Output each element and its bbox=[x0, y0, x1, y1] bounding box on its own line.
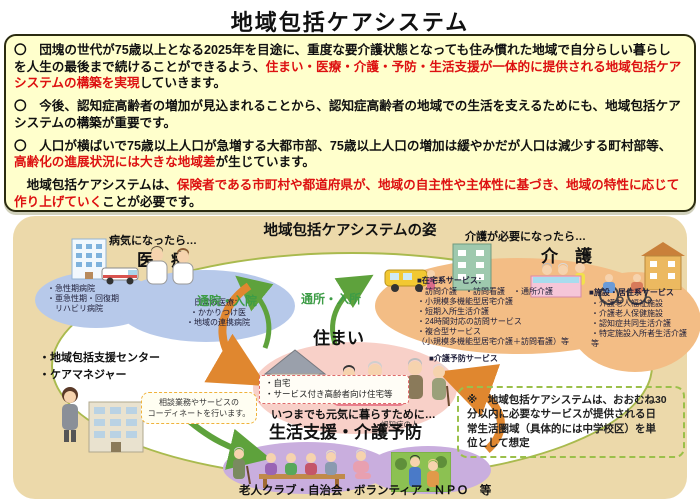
text-run: 地域包括ケアシステムは、 bbox=[14, 178, 177, 193]
coordination-note: 相談業務やサービスの コーディネートを行います。 bbox=[141, 392, 257, 425]
nursing-trigger: 介護が必要になったら… bbox=[465, 231, 586, 243]
care-manager-icon bbox=[62, 387, 78, 442]
text-run: 〇 今後、認知症高齢者の増加が見込まれることから、認知症高齢者の地域での生活を支… bbox=[14, 99, 681, 130]
text-run: 〇 団塊の世代が75歳以上となる2025年を目途に、重度な要介護状態となっても住… bbox=[14, 43, 671, 74]
housing-label: 住まい bbox=[313, 329, 364, 348]
summary-paragraph-3: 〇 人口が横ばいで75歳以上人口が急増する大都市部、75歳以上人口の増加は緩やか… bbox=[14, 138, 682, 171]
doctors-icon bbox=[146, 246, 194, 285]
facility-services-list: ・介護老人福祉施設 ・介護老人保健施設 ・認知症共同生活介護 ・特定施設入所者生… bbox=[591, 299, 687, 348]
summary-paragraph-4: 地域包括ケアシステムは、保険者である市町村や都道府県が、地域の自主性や主体性に基… bbox=[14, 177, 682, 210]
medical-trigger: 病気になったら… bbox=[109, 235, 197, 247]
care-van-icon bbox=[384, 269, 435, 292]
text-run: ことが必要です。 bbox=[102, 194, 202, 209]
text-run-red: 高齢化の進展状況には大きな地域差 bbox=[14, 155, 216, 170]
life-support-label: 生活支援・介護予防 bbox=[269, 423, 422, 442]
prevention-services-title: ■介護予防サービス bbox=[429, 354, 498, 363]
summary-box: 〇 団塊の世代が75歳以上となる2025年を目途に、重度な要介護状態となっても住… bbox=[4, 34, 696, 212]
life-support-trigger: いつまでも元気に暮らすために… bbox=[271, 409, 436, 421]
text-run: 〇 人口が横ばいで75歳以上人口が急増する大都市部、75歳以上人口の増加は緩やか… bbox=[14, 138, 672, 153]
care-system-diagram: 地域包括ケアシステムの姿 病気になったら… 医 療 ・急性期病院 ・亜急性 bbox=[13, 216, 700, 499]
daily-medical-note: 日常の医療： ・かかりつけ医 ・地域の連携病院 bbox=[186, 298, 250, 327]
text-run: が生じています。 bbox=[215, 155, 316, 170]
gardening-icon bbox=[391, 452, 451, 492]
home-services-title: ■在宅系サービス： bbox=[417, 276, 486, 285]
life-support-providers: 老人クラブ・自治会・ボランティア・ＮＰＯ 等 bbox=[239, 485, 492, 497]
text-run: していきます。 bbox=[139, 76, 227, 91]
page-title: 地域包括ケアシステム bbox=[230, 10, 470, 35]
summary-paragraph-1: 〇 団塊の世代が75歳以上となる2025年を目途に、重度な要介護状態となっても住… bbox=[14, 42, 682, 92]
acute-hospital-note: ・急性期病院 ・亜急性期・回復期 リハビリ病院 bbox=[47, 284, 119, 313]
dementia-person-label: 認知症の人 bbox=[381, 420, 419, 429]
hospital-icon bbox=[71, 238, 107, 280]
wheelchair-icon bbox=[599, 274, 652, 305]
summary-paragraph-2: 〇 今後、認知症高齢者の増加が見込まれることから、認知症高齢者の地域での生活を支… bbox=[14, 98, 682, 131]
service-unit-note: ※ 地域包括ケアシステムは、おおむね30 分以内に必要なサービスが提供される日 … bbox=[457, 386, 685, 458]
flow-label-nursing: 通所・入所 bbox=[301, 292, 362, 306]
care-facility-orange-icon bbox=[641, 242, 685, 290]
ambulance-icon bbox=[101, 267, 139, 285]
home-services-list: ・訪問介護 ・訪問看護 ・通所介護 ・小規模多機能型居宅介護 ・短期入所生活介護… bbox=[417, 287, 569, 346]
flow-label-medical: 通院・入院 bbox=[197, 294, 258, 308]
text-run-red: 住まい・医療・介護・予防・生活支援が一体的に提供される地域包括ケアシステムの構築… bbox=[14, 59, 682, 91]
bathing-care-icon bbox=[530, 263, 585, 298]
housing-note: ・自宅 ・サービス付き高齢者向け住宅等 bbox=[259, 375, 409, 404]
diagram-title: 地域包括ケアシステムの姿 bbox=[263, 223, 437, 239]
support-center-lines: ・地域包括支援センター ・ケアマネジャー bbox=[39, 352, 160, 381]
facility-services-title: ■施設・居住系サービス bbox=[589, 288, 674, 297]
care-facility-green-icon bbox=[452, 243, 492, 291]
nursing-label: 介 護 bbox=[541, 247, 592, 266]
office-building-icon bbox=[88, 401, 144, 453]
text-run-red: 保険者である市町村や都道府県が、地域の自主性や主体性に基づき、地域の特性に応じて… bbox=[14, 178, 680, 209]
